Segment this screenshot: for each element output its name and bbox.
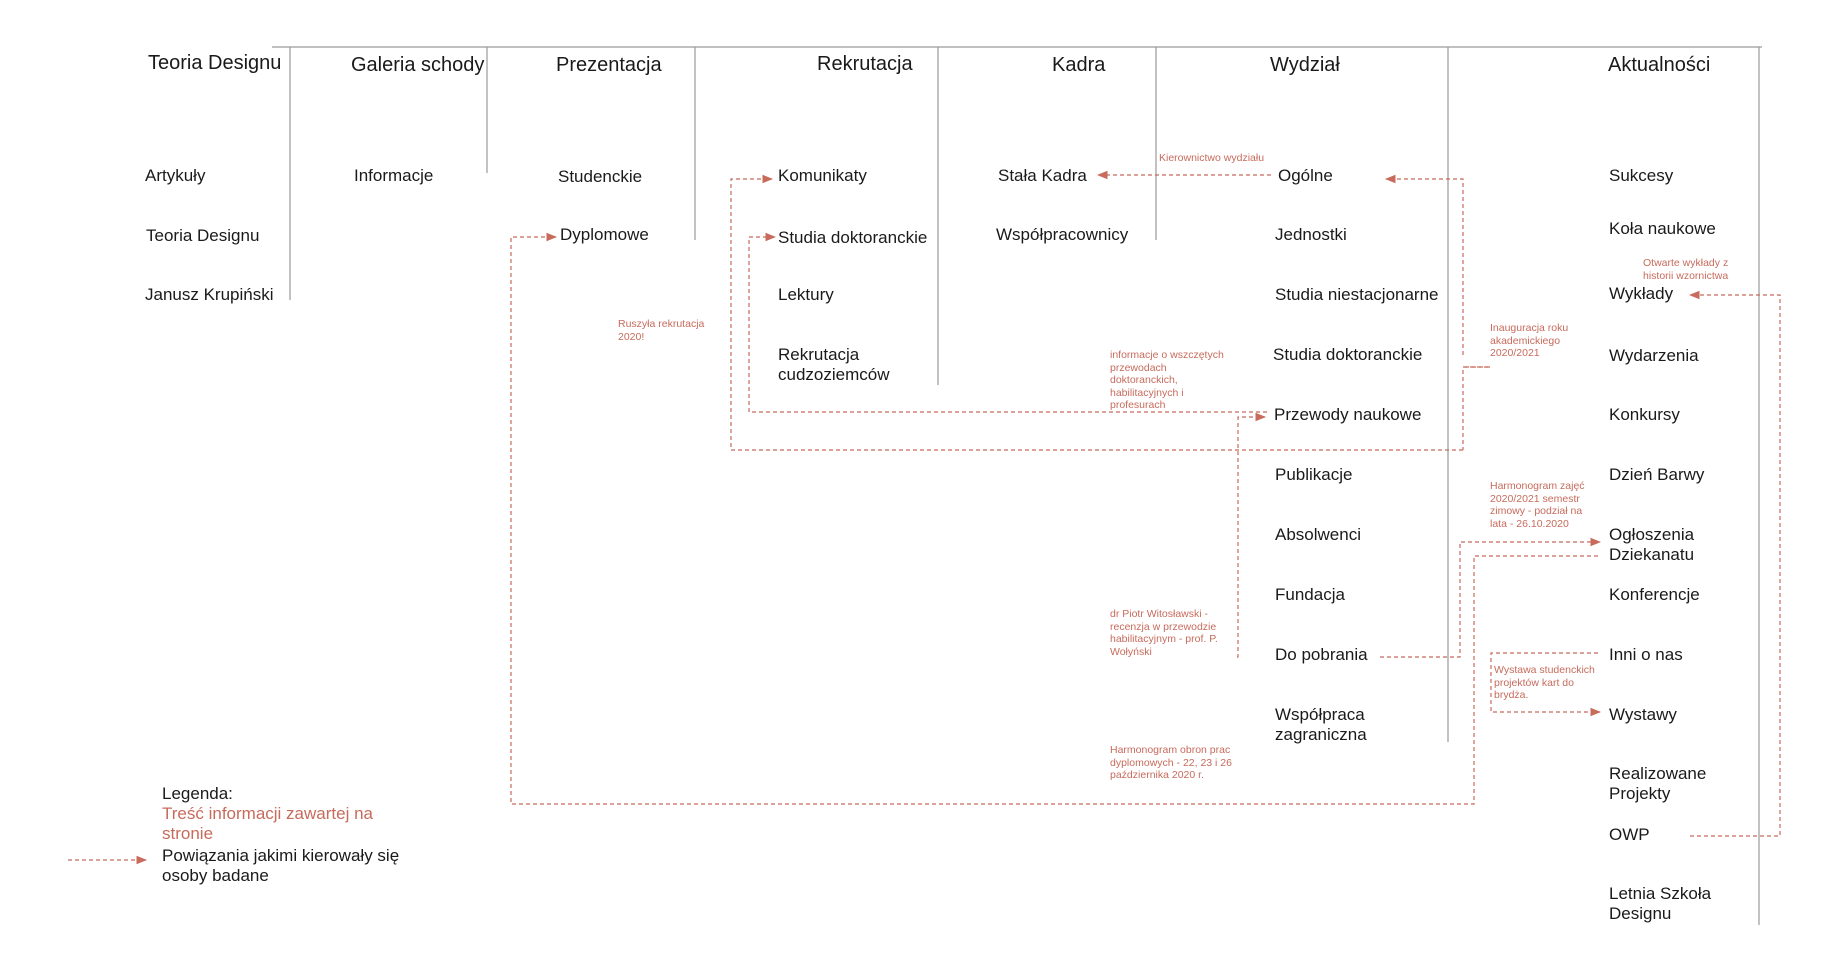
menu-item-wspolpracownicy[interactable]: Współpracownicy [996, 225, 1129, 244]
menu-item-konkursy[interactable]: Konkursy [1609, 405, 1680, 424]
note-informacje-przewody: informacje o wszczętych przewodach dokto… [1110, 349, 1224, 411]
connector-wydarzenia-ogolne [1384, 174, 1464, 355]
menu-item-jednostki[interactable]: Jednostki [1275, 225, 1347, 244]
column-header-galeria-schody[interactable]: Galeria schody [351, 54, 485, 76]
menu-item-kola-naukowe[interactable]: Koła naukowe [1609, 219, 1716, 238]
connector-do-pobrania-przewody [1237, 412, 1267, 658]
note-inauguracja: Inauguracja roku akademickiego 2020/2021 [1490, 322, 1569, 359]
connector-komunikaty [730, 174, 1463, 451]
menu-item-janusz-krupinski[interactable]: Janusz Krupiński [145, 285, 274, 304]
note-witoslawski: dr Piotr Witosławski - recenzja w przewo… [1110, 608, 1218, 658]
menu-item-absolwenci[interactable]: Absolwenci [1275, 525, 1361, 544]
menu-item-publikacje[interactable]: Publikacje [1275, 465, 1353, 484]
column-header-rekrutacja[interactable]: Rekrutacja [817, 53, 913, 75]
menu-item-komunikaty[interactable]: Komunikaty [778, 166, 867, 185]
column-header-aktualnosci[interactable]: Aktualności [1608, 54, 1711, 76]
connector-do-pobrania-ogloszenia [1380, 537, 1602, 658]
column-header-kadra[interactable]: Kadra [1052, 54, 1106, 76]
connector-wydarzenia-branch [1462, 366, 1488, 450]
menu-item-artykuly[interactable]: Artykuły [145, 166, 206, 185]
legend-content-label: Treść informacji zawartej na stronie [162, 804, 373, 843]
menu-item-wydarzenia[interactable]: Wydarzenia [1609, 346, 1699, 365]
note-kierownictwo: Kierownictwo wydziału [1159, 152, 1265, 164]
menu-item-przewody-naukowe[interactable]: Przewody naukowe [1274, 405, 1422, 424]
column-header-teoria-designu[interactable]: Teoria Designu [148, 52, 282, 74]
menu-item-lektury[interactable]: Lektury [778, 285, 834, 304]
menu-item-fundacja[interactable]: Fundacja [1275, 585, 1345, 604]
menu-item-stala-kadra[interactable]: Stała Kadra [998, 166, 1087, 185]
connector-owp-wyklady [1688, 290, 1781, 837]
connectors [68, 170, 1781, 865]
column-header-wydzial[interactable]: Wydział [1270, 54, 1340, 76]
connector-inni-wystawy [1490, 652, 1602, 717]
legend-arrow-label: Powiązania jakimi kierowały się osoby ba… [162, 846, 400, 885]
note-otwarte-wyklady: Otwarte wykłady z historii wzornictwa [1643, 257, 1729, 282]
column-rules [272, 46, 1762, 925]
menu-item-realizowane-projekty[interactable]: Realizowane Projekty [1609, 764, 1707, 803]
menu-item-rekrutacja-cudzoziemcow[interactable]: Rekrutacja cudzoziemców [778, 345, 890, 384]
menu-item-ogloszenia-dziekanatu[interactable]: Ogłoszenia Dziekanatu [1609, 525, 1695, 564]
menu-item-studia-niestacjonarne[interactable]: Studia niestacjonarne [1275, 285, 1439, 304]
legend-title: Legenda: [162, 784, 233, 803]
connector-przewody-studia-doktoranckie [748, 232, 1267, 413]
note-wystawa-studenckich: Wystawa studenckich projektów kart do br… [1494, 664, 1595, 701]
menu-item-informacje[interactable]: Informacje [354, 166, 434, 185]
column-header-prezentacja[interactable]: Prezentacja [556, 54, 662, 76]
menu-item-inni-o-nas[interactable]: Inni o nas [1609, 645, 1683, 664]
note-harmonogram-obron: Harmonogram obron prac dyplomowych - 22,… [1110, 744, 1232, 781]
note-harmonogram-zajec: Harmonogram zajęć 2020/2021 semestr zimo… [1490, 480, 1585, 530]
menu-item-letnia-szkola-designu[interactable]: Letnia Szkoła Designu [1609, 884, 1712, 923]
menu-item-konferencje[interactable]: Konferencje [1609, 585, 1700, 604]
menu-item-studia-doktoranckie-rekrutacja[interactable]: Studia doktoranckie [778, 228, 928, 247]
menu-item-dzien-barwy[interactable]: Dzień Barwy [1609, 465, 1705, 484]
note-ruszyla-rekrutacja: Ruszyła rekrutacja 2020! [618, 318, 705, 343]
menu-item-owp[interactable]: OWP [1609, 825, 1650, 844]
menu-item-studenckie[interactable]: Studenckie [558, 167, 643, 186]
menu-item-ogolne[interactable]: Ogólne [1278, 166, 1333, 185]
menu-item-studia-doktoranckie-wydzial[interactable]: Studia doktoranckie [1273, 345, 1423, 364]
menu-item-wyklady[interactable]: Wykłady [1609, 284, 1674, 303]
menu-item-wystawy[interactable]: Wystawy [1609, 705, 1677, 724]
menu-item-do-pobrania[interactable]: Do pobrania [1275, 645, 1368, 664]
menu-item-sukcesy[interactable]: Sukcesy [1609, 166, 1674, 185]
menu-item-dyplomowe[interactable]: Dyplomowe [560, 225, 649, 244]
menu-item-teoria-designu[interactable]: Teoria Designu [146, 226, 260, 245]
menu-item-wspolpraca-zagraniczna[interactable]: Współpraca zagraniczna [1275, 705, 1367, 744]
